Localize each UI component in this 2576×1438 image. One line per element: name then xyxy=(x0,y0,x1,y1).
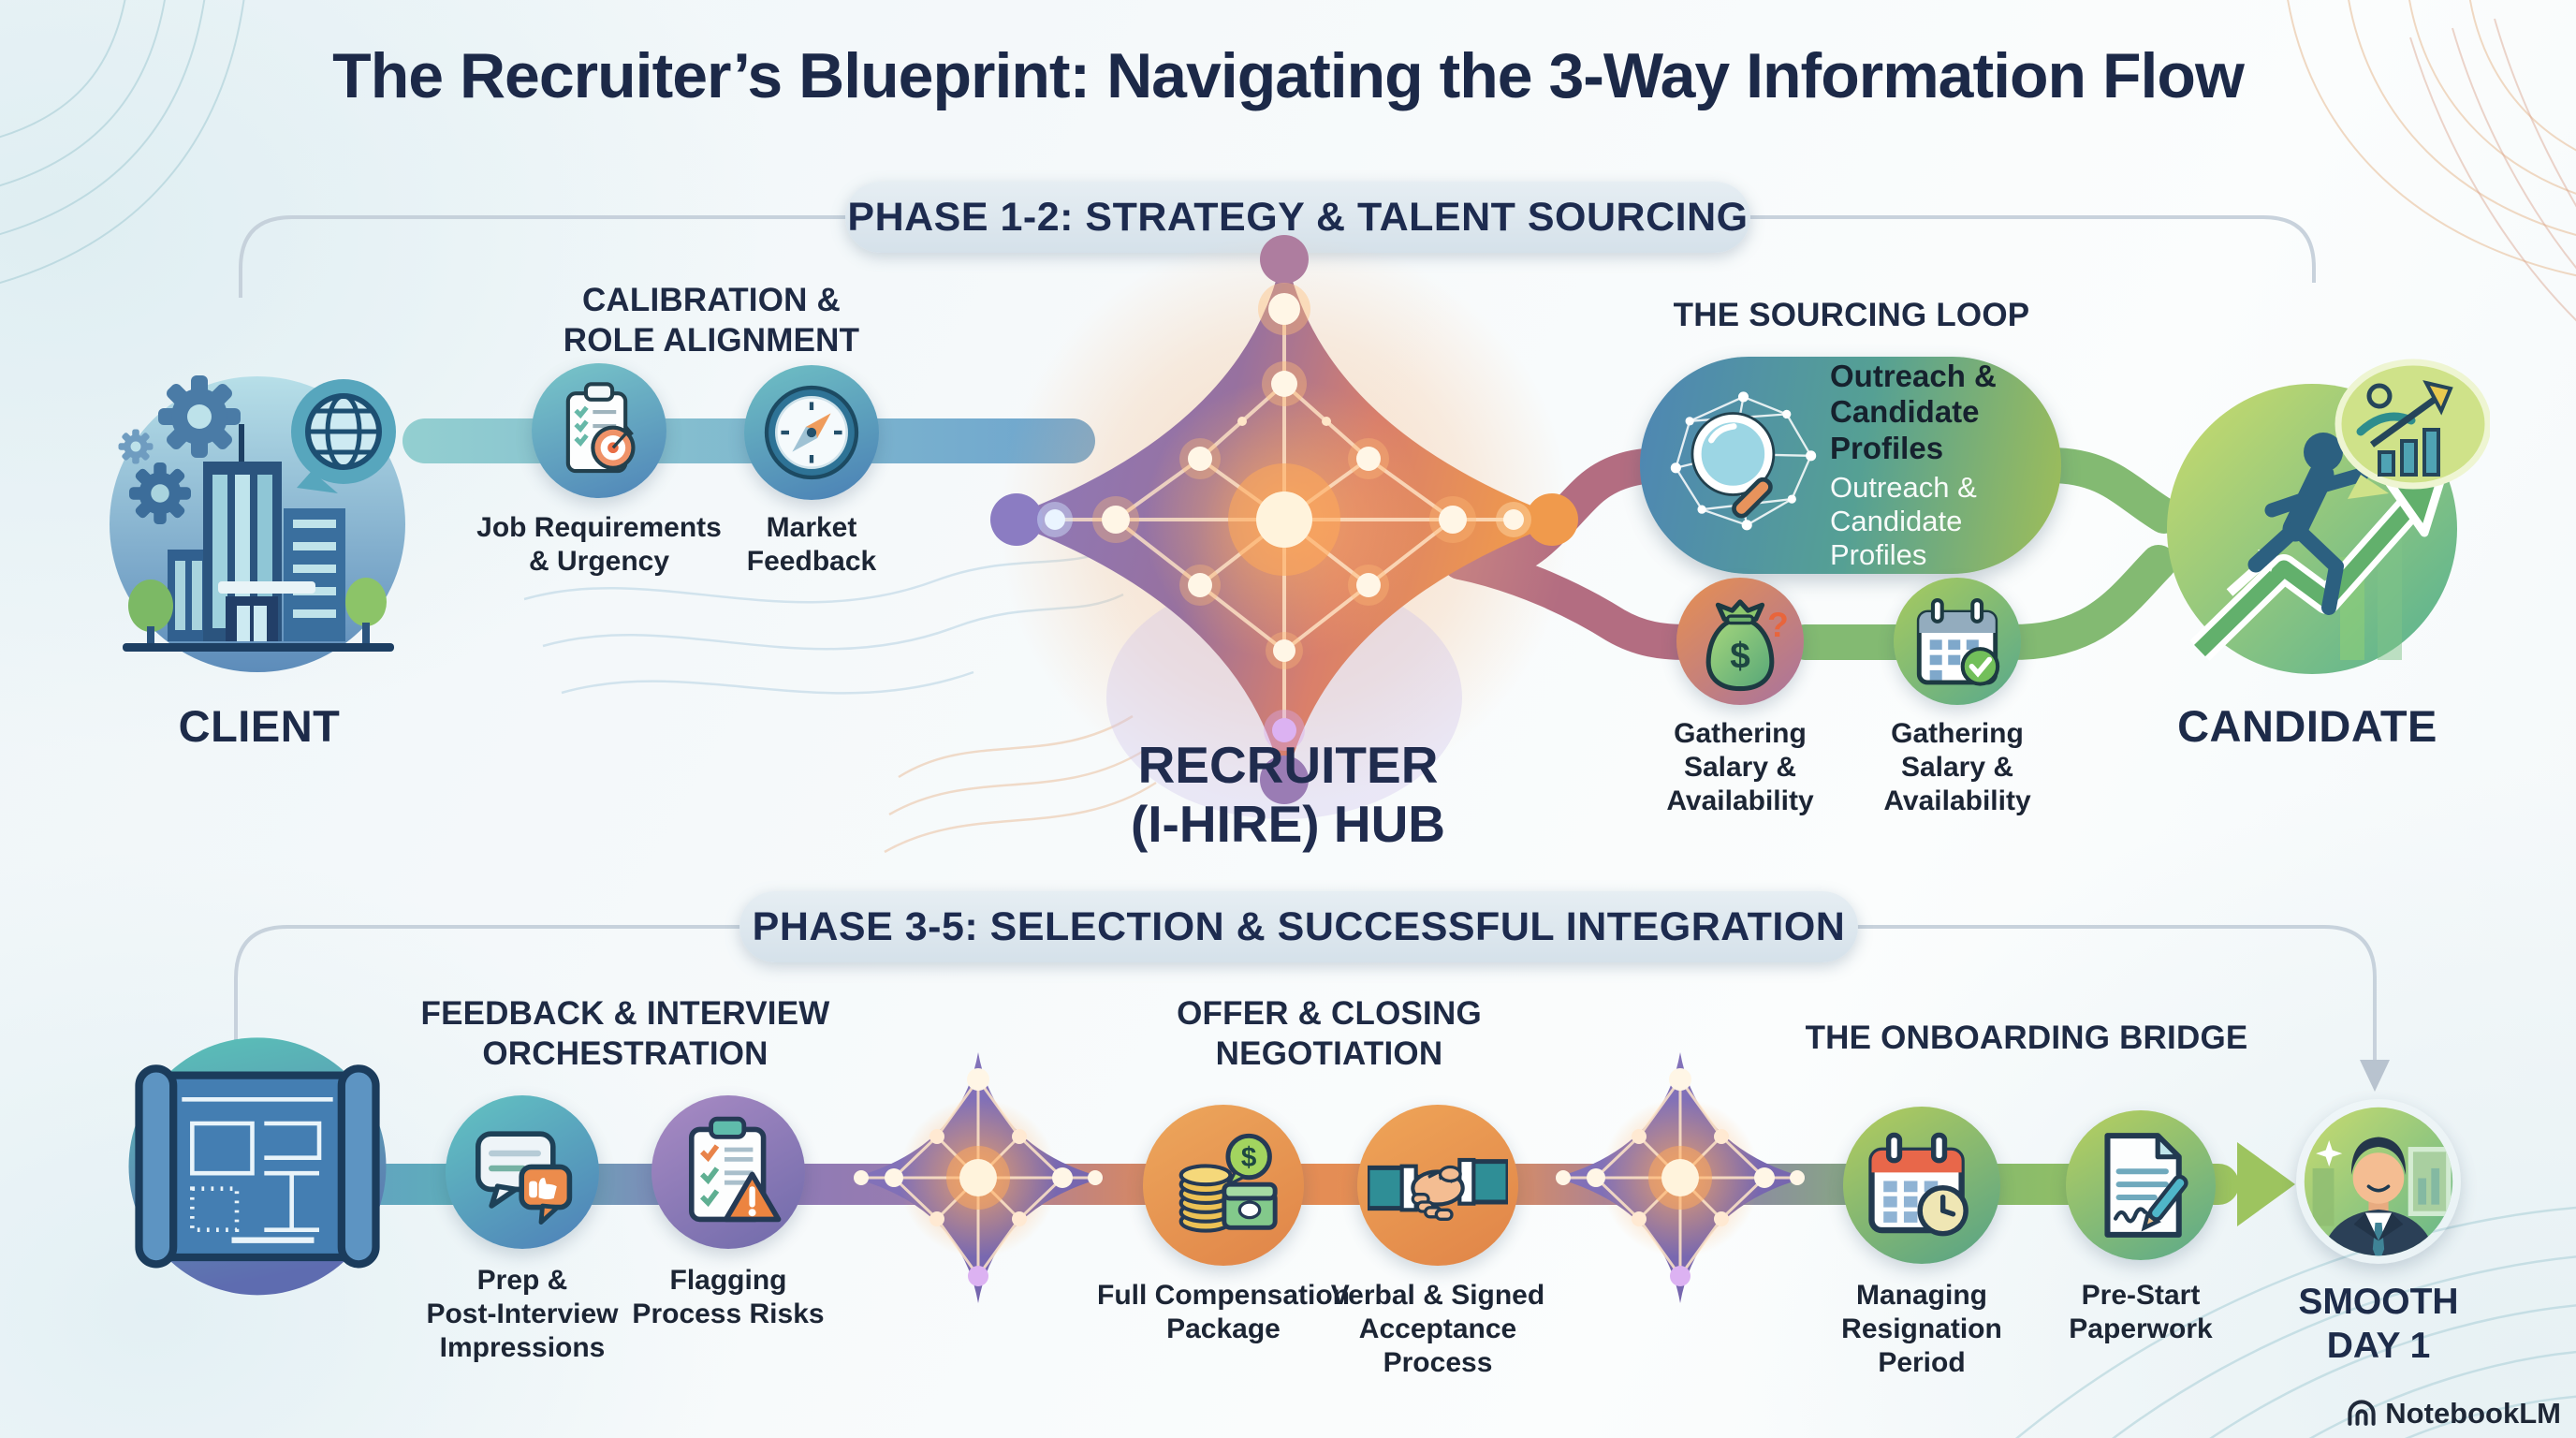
candidate-label: CANDIDATE xyxy=(2177,701,2437,751)
smooth-day-node xyxy=(2296,1099,2461,1264)
client-node xyxy=(89,351,426,688)
clipboard-target-icon xyxy=(565,382,636,474)
money-bag-icon: $ ? xyxy=(1705,599,1789,692)
neural-connector-icon xyxy=(1555,1052,1806,1303)
salary-gathering-node: $ ? xyxy=(1676,578,1804,705)
resignation-node xyxy=(1843,1107,2000,1264)
acceptance-node xyxy=(1357,1105,1518,1266)
flagging-risks-label: Flagging Process Risks xyxy=(632,1265,825,1329)
calendar-clock-icon xyxy=(1868,1132,1969,1237)
page-title: The Recruiter’s Blueprint: Navigating th… xyxy=(332,40,2245,111)
magnifier-network-icon xyxy=(1670,391,1817,531)
market-feedback-label: Market Feedback xyxy=(746,512,877,577)
bracket-lines xyxy=(234,215,2377,1078)
document-pen-icon xyxy=(2104,1133,2188,1238)
client-building-icon xyxy=(110,375,405,672)
neural-hub-icon xyxy=(990,234,1578,819)
svg-text:$: $ xyxy=(1730,637,1750,677)
checklist-warning-icon xyxy=(689,1116,782,1223)
offer-heading: OFFER & CLOSING NEGOTIATION xyxy=(1177,995,1482,1072)
recruiter-hub-label: RECRUITER (I-HIRE) HUB xyxy=(1130,736,1446,854)
blueprint-scroll-icon xyxy=(128,1037,387,1296)
acceptance-label: Verbal & Signed Acceptance Process xyxy=(1330,1280,1545,1378)
coins-cash-icon: $ xyxy=(1178,1133,1278,1233)
down-arrow-icon xyxy=(2360,1060,2390,1092)
salary-gathering-label: Gathering Salary & Availability xyxy=(1666,718,1814,816)
prep-impressions-label: Prep & Post-Interview Impressions xyxy=(426,1265,619,1363)
sourcing-pill-subtitle: Outreach & Candidate Profiles xyxy=(1830,470,1977,571)
feedback-heading: FEEDBACK & INTERVIEW ORCHESTRATION xyxy=(420,995,830,1072)
neural-connector-icon xyxy=(853,1052,1104,1303)
sourcing-pill-title: Outreach & Candidate Profiles xyxy=(1830,359,1997,465)
candidate-growth-icon xyxy=(2167,359,2490,674)
compensation-label: Full Compensation Package xyxy=(1097,1280,1350,1344)
calendar-check-icon xyxy=(1916,597,2000,686)
svg-text:$: $ xyxy=(1241,1142,1257,1173)
availability-gathering-label: Gathering Salary & Availability xyxy=(1883,718,2031,816)
compensation-node: $ xyxy=(1143,1105,1304,1266)
job-requirements-node xyxy=(532,363,666,498)
prep-impressions-node xyxy=(446,1095,599,1249)
handshake-icon xyxy=(1368,1157,1508,1221)
sourcing-loop-green xyxy=(1787,448,2182,660)
svg-text:?: ? xyxy=(1767,605,1789,644)
watermark: NotebookLM xyxy=(2345,1397,2561,1431)
phase2-banner: PHASE 3-5: SELECTION & SUCCESSFUL INTEGR… xyxy=(739,891,1858,962)
resignation-label: Managing Resignation Period xyxy=(1841,1280,2002,1378)
availability-gathering-node xyxy=(1894,578,2021,705)
market-feedback-node xyxy=(744,365,879,500)
smooth-day-label: SMOOTH DAY 1 xyxy=(2298,1282,2459,1366)
right-arrow-icon xyxy=(2237,1142,2295,1226)
sourcing-pill: Outreach & Candidate Profiles Outreach &… xyxy=(1640,357,2061,574)
client-label: CLIENT xyxy=(178,701,341,751)
watermark-text: NotebookLM xyxy=(2385,1397,2561,1430)
chat-thumbs-up-icon xyxy=(475,1131,573,1225)
new-hire-avatar-icon xyxy=(2304,1107,2453,1256)
notebooklm-logo-icon xyxy=(2348,1400,2376,1426)
flagging-risks-node xyxy=(651,1095,805,1249)
sourcing-heading: THE SOURCING LOOP xyxy=(1673,297,2030,333)
compass-icon xyxy=(764,385,859,480)
candidate-node xyxy=(2144,342,2490,688)
paperwork-label: Pre-Start Paperwork xyxy=(2069,1280,2213,1344)
calibration-heading: CALIBRATION & ROLE ALIGNMENT xyxy=(563,282,860,359)
blueprint-node xyxy=(103,1020,412,1329)
paperwork-node xyxy=(2066,1110,2216,1260)
job-requirements-label: Job Requirements & Urgency xyxy=(476,512,722,577)
onboarding-heading: THE ONBOARDING BRIDGE xyxy=(1805,1020,2248,1056)
